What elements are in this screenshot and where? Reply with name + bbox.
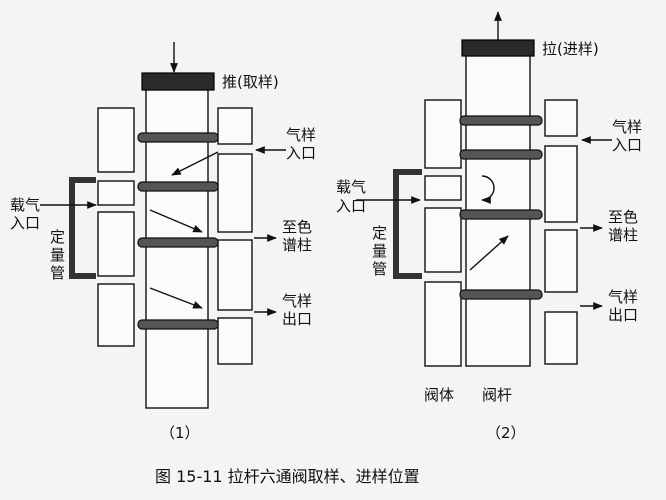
right-block bbox=[544, 229, 578, 293]
seal-ring bbox=[459, 289, 543, 300]
figure-caption: 图 15-11 拉杆六通阀取样、进样位置 bbox=[155, 467, 420, 486]
right-block bbox=[217, 239, 253, 311]
seal-ring bbox=[459, 149, 543, 160]
pull-label: 拉(进样) bbox=[542, 40, 599, 58]
gas-in-label-2: 入口 bbox=[286, 144, 316, 162]
valve-rod-label: 阀杆 bbox=[482, 386, 512, 404]
quant-tube-label-2: 量 bbox=[372, 242, 387, 260]
quant-tube-label-1: 定 bbox=[50, 228, 65, 246]
left-block bbox=[97, 283, 135, 347]
right-block bbox=[544, 99, 578, 137]
carrier-in-label-2: 入口 bbox=[336, 197, 366, 215]
diagram-2-number: （2） bbox=[486, 424, 526, 442]
quant-tube-label-3: 管 bbox=[372, 260, 387, 278]
left-block bbox=[97, 180, 135, 206]
seal-ring bbox=[137, 237, 219, 248]
flow-arrow bbox=[149, 287, 203, 309]
pull-plate bbox=[461, 39, 535, 57]
seal-ring bbox=[459, 115, 543, 126]
left-block bbox=[424, 175, 462, 201]
gas-out-label-1: 气样 bbox=[608, 288, 638, 306]
right-block bbox=[544, 145, 578, 223]
quant-tube-label-1: 定 bbox=[372, 224, 387, 242]
to-column-label-2: 谱柱 bbox=[608, 226, 638, 244]
diagram-1: 推(取样) 气样 入口 载气 入口 定 量 bbox=[10, 42, 316, 442]
push-plate bbox=[141, 72, 215, 91]
left-block bbox=[424, 207, 462, 273]
to-column-label-1: 至色 bbox=[608, 208, 638, 226]
gas-in-label-2: 入口 bbox=[612, 136, 642, 154]
curved-flow-arrow bbox=[481, 175, 495, 204]
seal-ring bbox=[459, 209, 543, 220]
flow-arrow bbox=[469, 235, 509, 271]
flow-arrow bbox=[171, 151, 219, 176]
to-column-label-2: 谱柱 bbox=[282, 236, 312, 254]
left-block bbox=[424, 281, 462, 367]
quant-tube-label-2: 量 bbox=[50, 246, 65, 264]
right-block bbox=[217, 317, 253, 365]
right-block bbox=[217, 107, 253, 145]
gas-in-label-1: 气样 bbox=[612, 118, 642, 136]
right-block bbox=[217, 153, 253, 233]
left-block bbox=[97, 107, 135, 173]
carrier-in-label-2: 入口 bbox=[10, 214, 40, 232]
valve-rod-1 bbox=[145, 89, 209, 409]
push-label: 推(取样) bbox=[222, 73, 279, 91]
flow-arrow bbox=[149, 209, 203, 233]
left-block bbox=[424, 99, 462, 169]
seal-ring bbox=[137, 132, 219, 143]
seal-ring bbox=[137, 319, 219, 330]
quant-tube-label-3: 管 bbox=[50, 264, 65, 282]
diagram-2: 拉(进样) 气样 入口 载气 入口 定 量 bbox=[336, 11, 642, 442]
gas-out-label-2: 出口 bbox=[608, 306, 638, 324]
carrier-in-label-1: 载气 bbox=[10, 196, 40, 214]
diagram-1-number: （1） bbox=[160, 424, 200, 442]
gas-out-label-2: 出口 bbox=[282, 310, 312, 328]
quant-tube-1 bbox=[69, 177, 96, 279]
right-block bbox=[544, 311, 578, 365]
valve-body-label: 阀体 bbox=[424, 386, 454, 404]
gas-out-label-1: 气样 bbox=[282, 292, 312, 310]
carrier-in-label-1: 载气 bbox=[336, 178, 366, 196]
left-block bbox=[97, 211, 135, 277]
gas-in-label-1: 气样 bbox=[286, 126, 316, 144]
quant-tube-2 bbox=[393, 169, 422, 279]
to-column-label-1: 至色 bbox=[282, 218, 312, 236]
seal-ring bbox=[137, 181, 219, 192]
